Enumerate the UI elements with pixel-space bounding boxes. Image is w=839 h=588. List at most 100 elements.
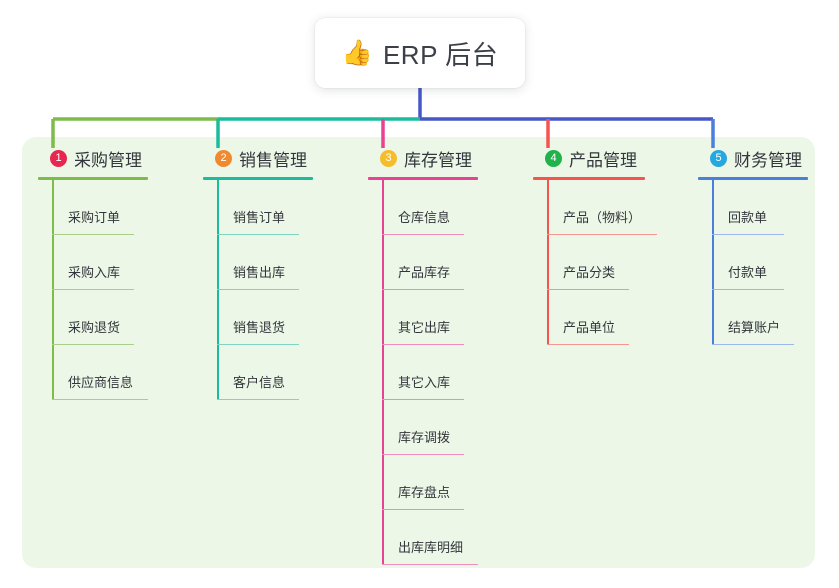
leaf-item-rule — [712, 343, 794, 345]
branch-spine-4 — [547, 180, 549, 345]
leaf-item-label: 库存盘点 — [398, 485, 451, 500]
leaf-item[interactable]: 仓库信息 — [368, 180, 478, 235]
leaf-item[interactable]: 产品（物料） — [533, 180, 657, 235]
leaf-item-rule — [217, 233, 299, 235]
branch-header-2[interactable]: 2 销售管理 — [203, 145, 313, 171]
branch-header-rule-3 — [368, 177, 478, 180]
leaf-item-rule — [217, 343, 299, 345]
leaf-item-rule — [382, 563, 478, 565]
leaf-item[interactable]: 其它入库 — [368, 345, 478, 400]
leaf-item[interactable]: 销售退货 — [203, 290, 313, 345]
leaf-item-label: 销售订单 — [233, 210, 286, 225]
leaf-item-rule — [547, 233, 657, 235]
leaf-item-label: 出库库明细 — [398, 540, 464, 555]
leaf-item-rule — [382, 343, 464, 345]
leaf-item-label: 库存调拨 — [398, 430, 451, 445]
leaf-item-label: 其它入库 — [398, 375, 451, 390]
branch-spine-5 — [712, 180, 714, 345]
branch-header-4[interactable]: 4 产品管理 — [533, 145, 645, 171]
leaf-item-rule — [712, 288, 784, 290]
branch-title-1: 采购管理 — [74, 150, 142, 170]
leaf-item[interactable]: 采购入库 — [38, 235, 148, 290]
leaf-item-rule — [547, 343, 629, 345]
branch-header-rule-2 — [203, 177, 313, 180]
branch-spine-1 — [52, 180, 54, 400]
branch-column-4: 4 产品管理产品（物料） 产品分类产品单位 — [533, 145, 657, 345]
branch-item-list-4: 产品（物料） 产品分类产品单位 — [533, 180, 657, 345]
branch-item-list-5: 回款单付款单结算账户 — [698, 180, 808, 345]
branch-spine-3 — [382, 180, 384, 565]
leaf-item[interactable]: 采购订单 — [38, 180, 148, 235]
leaf-item-rule — [382, 288, 464, 290]
leaf-item-label: 供应商信息 — [68, 375, 134, 390]
leaf-item[interactable]: 其它出库 — [368, 290, 478, 345]
leaf-item-label: 客户信息 — [233, 375, 286, 390]
page-title: ERP 后台 — [382, 39, 499, 70]
branch-column-5: 5 财务管理回款单付款单结算账户 — [698, 145, 808, 345]
leaf-item-rule — [52, 288, 134, 290]
leaf-item[interactable]: 产品库存 — [368, 235, 478, 290]
leaf-item-label: 付款单 — [728, 265, 768, 280]
leaf-item-rule — [382, 233, 464, 235]
branch-item-list-3: 仓库信息产品库存其它出库其它入库库存调拨库存盘点出库库明细 — [368, 180, 478, 565]
branch-badge-2: 2 — [215, 149, 232, 167]
branch-header-1[interactable]: 1 采购管理 — [38, 145, 148, 171]
leaf-item-rule — [382, 398, 464, 400]
branch-title-4: 产品管理 — [569, 150, 637, 170]
leaf-item[interactable]: 回款单 — [698, 180, 808, 235]
thumbs-up-icon: 👍 — [341, 38, 373, 67]
leaf-item-rule — [547, 288, 629, 290]
branch-badge-1: 1 — [50, 149, 67, 167]
leaf-item-label: 销售退货 — [233, 320, 286, 335]
branch-title-3: 库存管理 — [404, 150, 472, 170]
leaf-item-rule — [52, 233, 134, 235]
leaf-item-label: 仓库信息 — [398, 210, 451, 225]
leaf-item-label: 采购入库 — [68, 265, 121, 280]
branch-item-list-2: 销售订单销售出库销售退货客户信息 — [203, 180, 313, 400]
leaf-item-label: 产品分类 — [563, 265, 616, 280]
leaf-item-label: 回款单 — [728, 210, 768, 225]
leaf-item-rule — [712, 233, 784, 235]
leaf-item[interactable]: 付款单 — [698, 235, 808, 290]
leaf-item[interactable]: 采购退货 — [38, 290, 148, 345]
branch-badge-4: 4 — [545, 149, 562, 167]
branch-header-5[interactable]: 5 财务管理 — [698, 145, 808, 171]
branch-item-list-1: 采购订单采购入库采购退货供应商信息 — [38, 180, 148, 400]
leaf-item[interactable]: 库存调拨 — [368, 400, 478, 455]
leaf-item[interactable]: 销售订单 — [203, 180, 313, 235]
root-node-card[interactable]: 👍 ERP 后台 — [315, 18, 525, 88]
leaf-item[interactable]: 客户信息 — [203, 345, 313, 400]
leaf-item[interactable]: 供应商信息 — [38, 345, 148, 400]
leaf-item-label: 采购订单 — [68, 210, 121, 225]
leaf-item[interactable]: 产品分类 — [533, 235, 645, 290]
branch-header-rule-4 — [533, 177, 645, 180]
leaf-item[interactable]: 销售出库 — [203, 235, 313, 290]
leaf-item-label: 结算账户 — [728, 320, 781, 335]
leaf-item-rule — [382, 453, 464, 455]
leaf-item-label: 产品（物料） — [563, 210, 642, 225]
leaf-item[interactable]: 结算账户 — [698, 290, 808, 345]
leaf-item-label: 产品单位 — [563, 320, 616, 335]
leaf-item-rule — [52, 398, 148, 400]
branch-column-1: 1 采购管理采购订单采购入库采购退货供应商信息 — [38, 145, 148, 400]
leaf-item[interactable]: 库存盘点 — [368, 455, 478, 510]
leaf-item-label: 其它出库 — [398, 320, 451, 335]
branch-header-rule-5 — [698, 177, 808, 180]
leaf-item-rule — [217, 398, 299, 400]
leaf-item-label: 采购退货 — [68, 320, 121, 335]
branch-badge-5: 5 — [710, 149, 727, 167]
leaf-item[interactable]: 出库库明细 — [368, 510, 478, 565]
leaf-item-rule — [382, 508, 464, 510]
branch-spine-2 — [217, 180, 219, 400]
branch-column-3: 3 库存管理仓库信息产品库存其它出库其它入库库存调拨库存盘点出库库明细 — [368, 145, 478, 565]
branch-header-rule-1 — [38, 177, 148, 180]
diagram-background-panel — [22, 137, 815, 568]
leaf-item-label: 销售出库 — [233, 265, 286, 280]
branch-header-3[interactable]: 3 库存管理 — [368, 145, 478, 171]
branch-title-2: 销售管理 — [239, 150, 307, 170]
leaf-item-rule — [52, 343, 134, 345]
branch-badge-3: 3 — [380, 149, 397, 167]
leaf-item[interactable]: 产品单位 — [533, 290, 645, 345]
branch-title-5: 财务管理 — [734, 150, 802, 170]
